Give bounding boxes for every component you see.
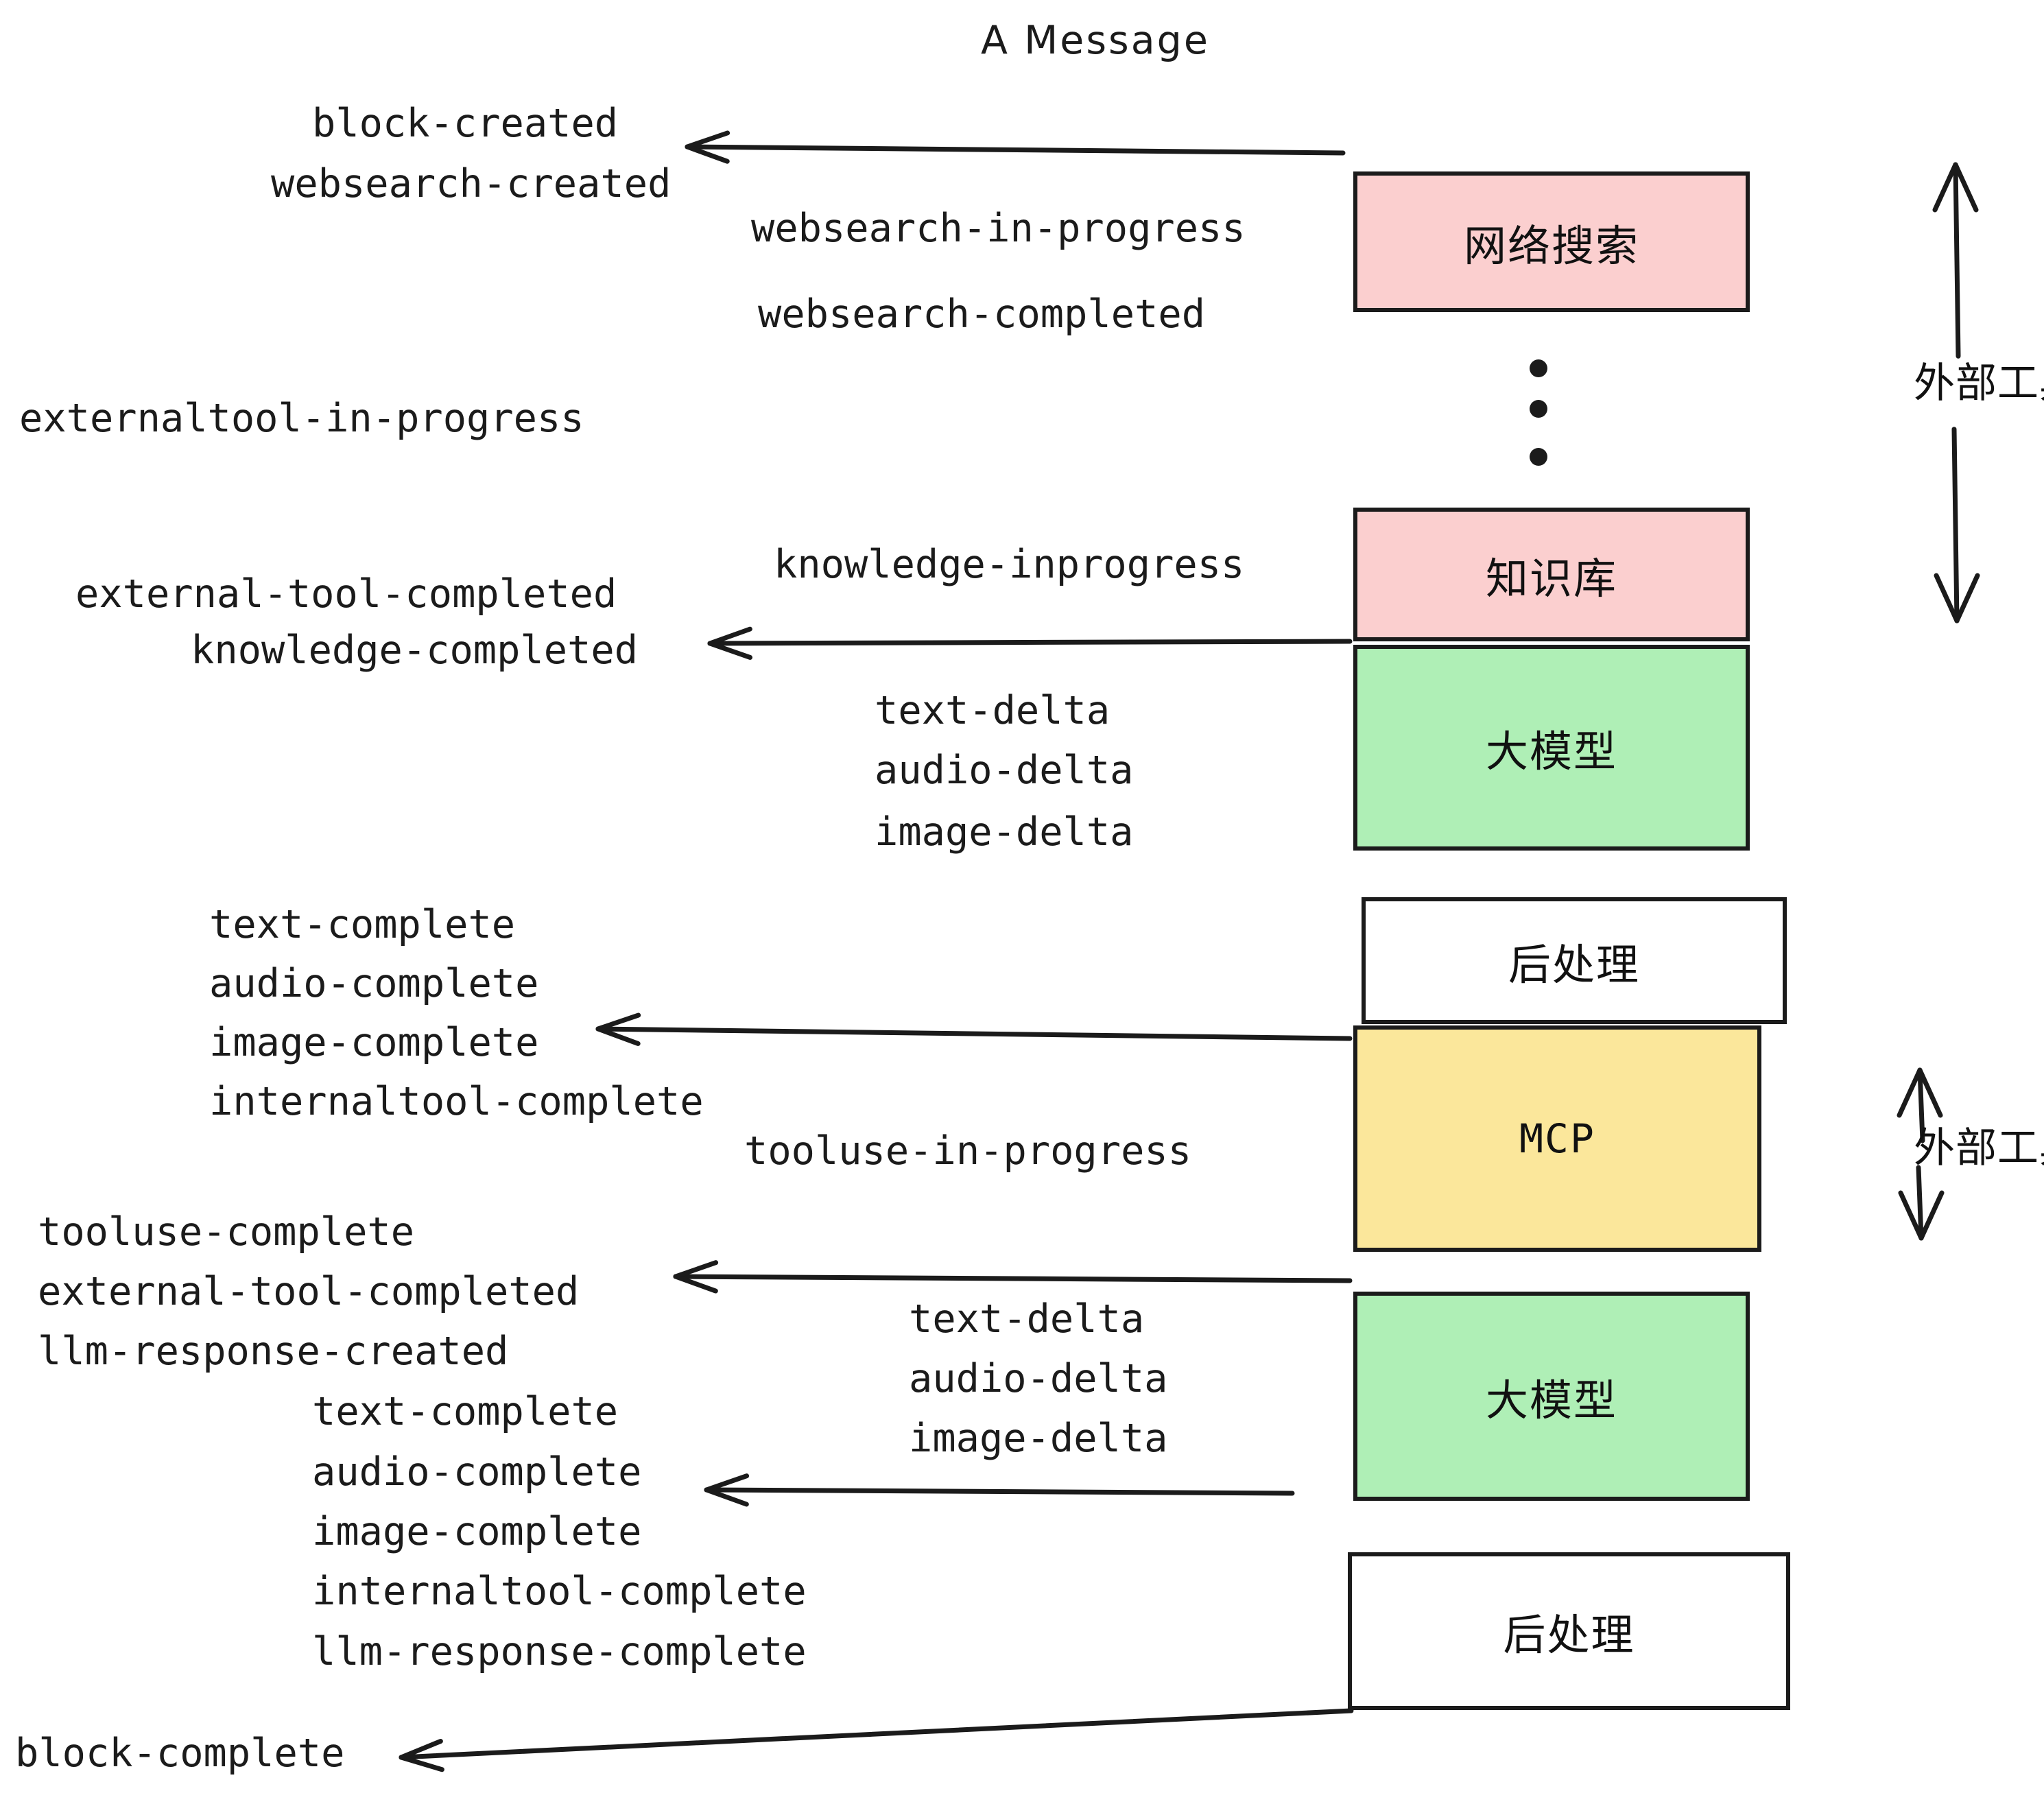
event-internaltool-complete-1: internaltool-complete: [209, 1079, 704, 1124]
node-knowledge: 知识库: [1353, 508, 1750, 641]
event-audio-delta-1: audio-delta: [875, 748, 1134, 793]
page-title: A Message: [981, 18, 1210, 63]
node-label: 后处理: [1503, 1610, 1635, 1660]
event-text-complete-1: text-complete: [209, 902, 516, 947]
side-label-external-tool-bottom: 外部工具: [1914, 1124, 2044, 1172]
event-external-tool-completed-1: external-tool-completed: [75, 571, 617, 617]
event-websearch-in-progress: websearch-in-progress: [751, 206, 1246, 251]
event-llm-response-created: llm-response-created: [38, 1329, 509, 1374]
event-block-complete: block-complete: [15, 1731, 345, 1776]
ellipsis-dot-2: [1530, 400, 1547, 418]
arrow-block-complete: [399, 1708, 1354, 1772]
event-knowledge-inprogress: knowledge-inprogress: [774, 542, 1245, 587]
node-llm-1: 大模型: [1353, 645, 1750, 851]
node-label: 大模型: [1485, 1375, 1617, 1425]
node-label: 后处理: [1508, 939, 1640, 990]
node-post-1: 后处理: [1362, 897, 1787, 1024]
event-text-delta-2: text-delta: [909, 1296, 1145, 1342]
ellipsis-dot-1: [1530, 359, 1547, 377]
node-label: 网络搜索: [1463, 220, 1639, 271]
event-audio-complete-1: audio-complete: [209, 961, 539, 1006]
event-websearch-created: websearch-created: [271, 161, 672, 206]
event-llm-response-complete: llm-response-complete: [312, 1629, 807, 1674]
node-label: 大模型: [1485, 726, 1617, 776]
node-label: MCP: [1519, 1115, 1595, 1162]
event-block-created: block-created: [312, 101, 619, 146]
event-audio-complete-2: audio-complete: [312, 1449, 642, 1495]
event-text-complete-2: text-complete: [312, 1389, 619, 1434]
node-label: 知识库: [1485, 553, 1617, 604]
event-image-complete-1: image-complete: [209, 1020, 539, 1065]
event-tooluse-complete: tooluse-complete: [38, 1209, 415, 1255]
node-llm-2: 大模型: [1353, 1292, 1750, 1501]
event-internaltool-complete-2: internaltool-complete: [312, 1569, 807, 1614]
event-externaltool-in-progress: externaltool-in-progress: [19, 396, 584, 441]
event-tooluse-in-progress: tooluse-in-progress: [744, 1128, 1192, 1174]
event-text-delta-1: text-delta: [875, 688, 1110, 733]
event-image-complete-2: image-complete: [312, 1509, 642, 1554]
event-image-delta-2: image-delta: [909, 1416, 1168, 1461]
event-audio-delta-2: audio-delta: [909, 1356, 1168, 1401]
event-websearch-completed: websearch-completed: [758, 292, 1206, 337]
event-external-tool-completed-2: external-tool-completed: [38, 1269, 580, 1314]
event-knowledge-completed: knowledge-completed: [191, 628, 639, 673]
event-image-delta-1: image-delta: [875, 809, 1134, 855]
arrow-block-created: [685, 130, 1346, 164]
node-mcp: MCP: [1353, 1025, 1761, 1252]
node-websearch: 网络搜索: [1353, 171, 1750, 312]
ellipsis-dot-3: [1530, 448, 1547, 466]
arrow-audio-complete: [704, 1473, 1295, 1507]
side-label-external-tool-top: 外部工具: [1914, 359, 2044, 407]
arrow-tooluse-complete: [673, 1260, 1353, 1294]
node-post-2: 后处理: [1348, 1552, 1790, 1710]
arrow-image-complete: [595, 1012, 1353, 1046]
arrow-knowledge-done: [707, 626, 1353, 660]
